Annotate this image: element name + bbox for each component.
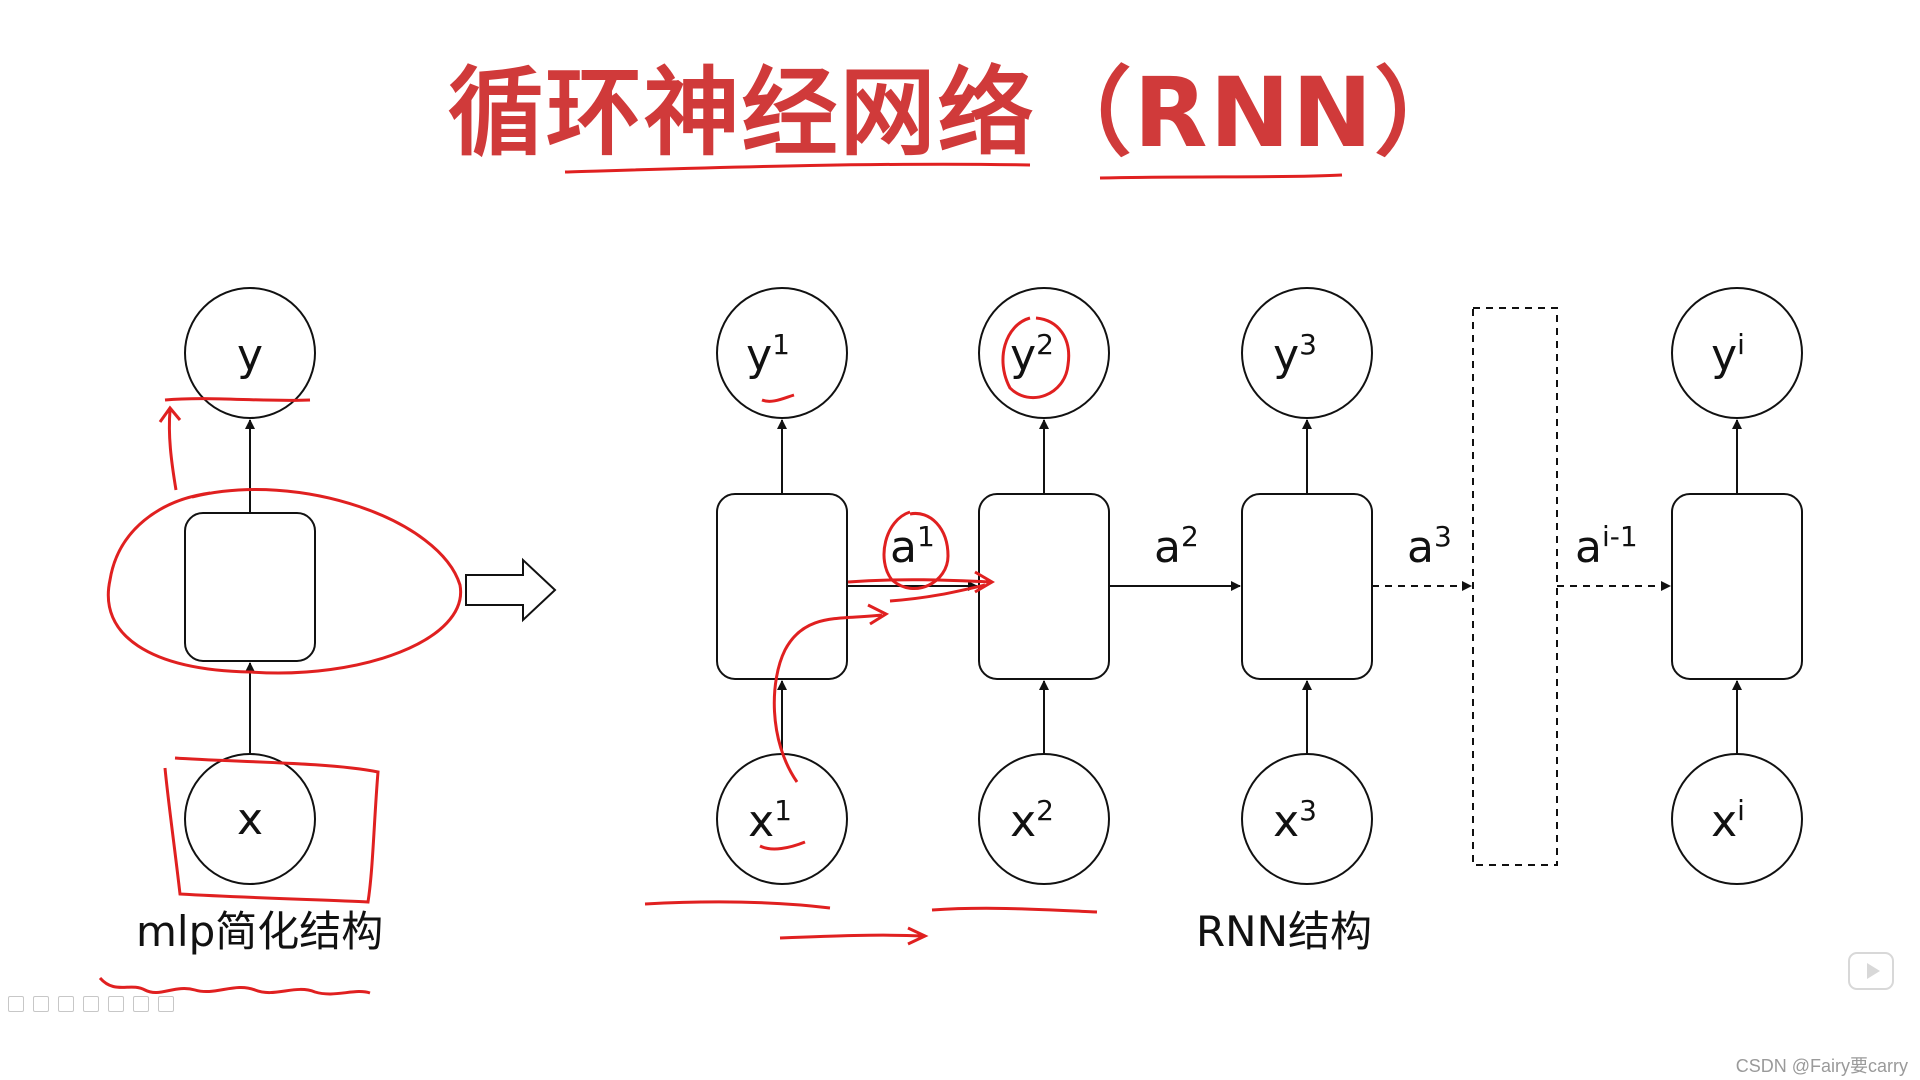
highlighter-icon[interactable]: [83, 996, 99, 1012]
annot-x1-curve: [772, 603, 890, 783]
annot-row-underline-2: [931, 906, 1098, 914]
mlp-input-base: x: [237, 794, 263, 845]
rnn-output-node-1: [716, 287, 848, 419]
mlp-caption: mlp简化结构: [136, 907, 384, 956]
rnn-input-label-1: x1: [748, 794, 792, 847]
rnn-output-label-3: y3: [1273, 328, 1317, 381]
annot-mlp-ellipse: [106, 488, 463, 675]
rnn-input-label-3: x3: [1273, 794, 1317, 847]
eraser-icon[interactable]: [58, 996, 74, 1012]
rnn-output-label-2: y2: [1010, 328, 1054, 381]
annot-a1-arrow2: [889, 583, 986, 603]
annot-a1-circle: [882, 510, 950, 591]
mlp-output-base: y: [237, 330, 263, 381]
more-icon[interactable]: [158, 996, 174, 1012]
watermark: CSDN @Fairy要carry: [1735, 1056, 1908, 1076]
rnn-output-node-2: [978, 287, 1110, 419]
rnn-hidden-box-1: [716, 493, 848, 680]
mlp-input-label: x: [237, 794, 263, 845]
text-icon[interactable]: [108, 996, 124, 1012]
rnn-ellipsis-box: [1472, 307, 1558, 866]
rnn-output-label-1: y1: [746, 328, 790, 381]
annot-mlp-caption-wave: [98, 976, 371, 996]
annot-x1-underline: [759, 840, 806, 851]
presentation-toolbar: [8, 996, 174, 1012]
pen-icon[interactable]: [33, 996, 49, 1012]
rnn-hidden-box-2: [978, 493, 1110, 680]
mlp-output-label: y: [237, 330, 263, 381]
rnn-hidden-box-3: [1241, 493, 1373, 680]
annot-row-underline-1: [644, 900, 831, 910]
annot-mlp-under-y: [164, 397, 311, 402]
rnn-activation-2: a2: [1154, 520, 1199, 573]
rnn-hidden-box-i: [1671, 493, 1803, 680]
mlp-hidden-box: [184, 512, 316, 662]
rnn-output-node-3: [1241, 287, 1373, 419]
annot-mlp-up-arrow: [158, 405, 182, 491]
annot-mlp-box-x: [163, 756, 380, 904]
rnn-output-label-i: yi: [1711, 328, 1745, 381]
annot-y2-circle: [1001, 316, 1071, 400]
annot-a1-arrow: [847, 570, 995, 594]
rnn-input-label-2: x2: [1010, 794, 1054, 847]
slide-title: 循环神经网络（RNN）: [447, 57, 1473, 169]
rnn-activation-1: a1: [890, 520, 935, 573]
settings-icon[interactable]: [133, 996, 149, 1012]
grid-icon[interactable]: [8, 996, 24, 1012]
rnn-input-label-i: xi: [1711, 794, 1745, 847]
title-underline-right: [1099, 173, 1343, 180]
mlp-output-node: [184, 287, 316, 419]
transform-arrow: [465, 557, 557, 623]
annot-row-arrow: [779, 926, 929, 946]
rnn-activation-i: ai-1: [1575, 520, 1638, 573]
title-underline-left: [564, 162, 1031, 174]
play-icon[interactable]: [1848, 952, 1894, 990]
annot-y1-underline: [761, 393, 795, 403]
rnn-output-node-i: [1671, 287, 1803, 419]
rnn-caption: RNN结构: [1196, 907, 1373, 956]
rnn-activation-3: a3: [1407, 520, 1452, 573]
